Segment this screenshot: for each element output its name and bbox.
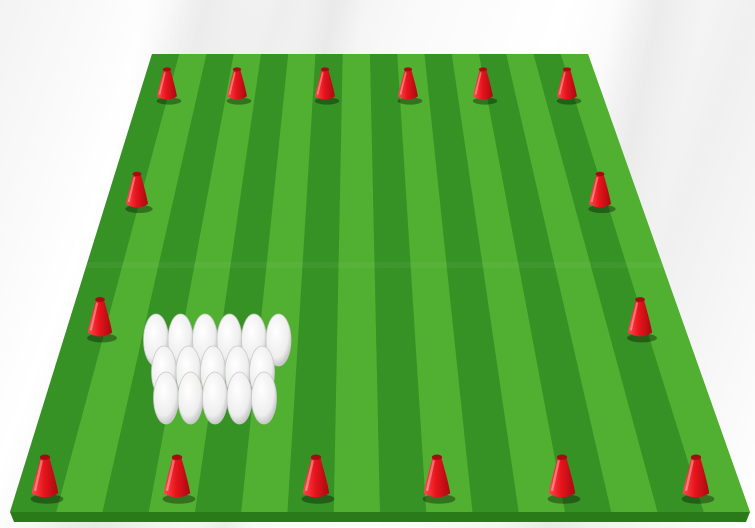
field-edge	[10, 512, 750, 522]
ball	[154, 372, 179, 424]
ball	[178, 372, 203, 424]
ball	[252, 372, 277, 424]
ball	[203, 372, 228, 424]
ball	[227, 372, 252, 424]
